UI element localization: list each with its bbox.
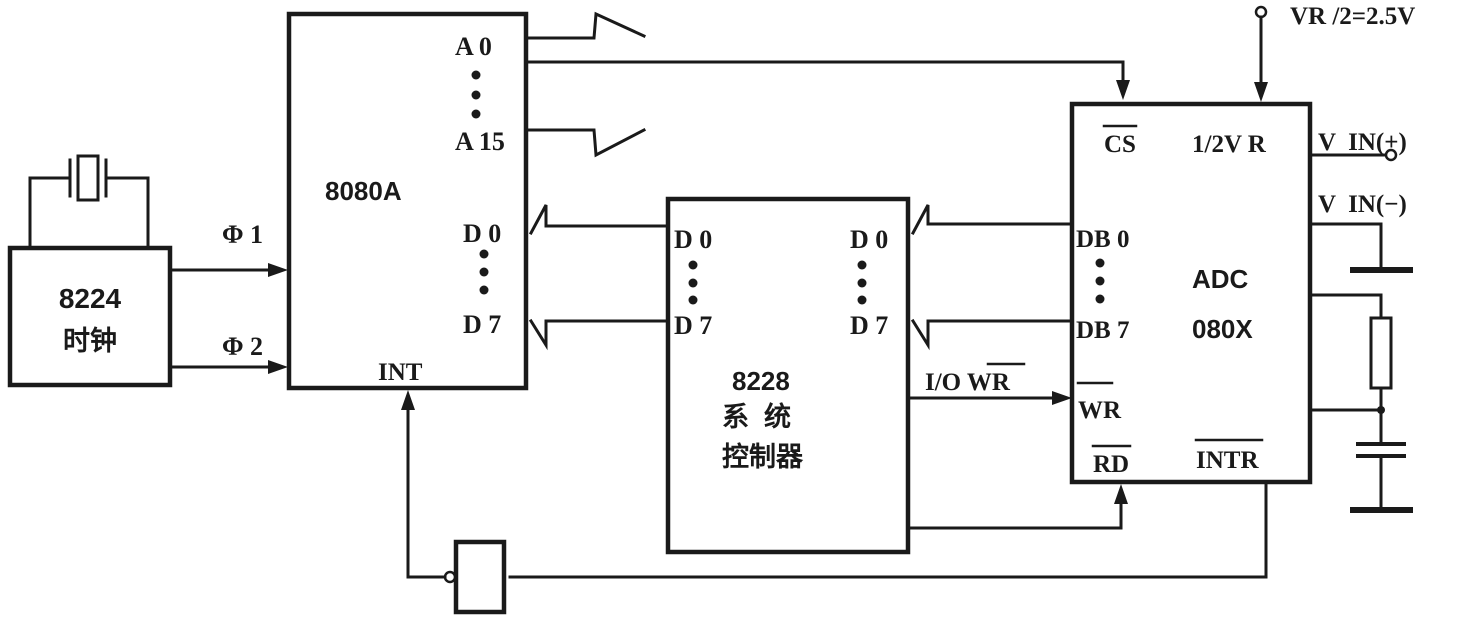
- clock-box: [7, 245, 173, 388]
- vin-plus-label: V IN(+): [1318, 129, 1407, 156]
- adc-vref-half: 1/2V R: [1192, 131, 1267, 158]
- cpu-addr-first: A 0: [455, 32, 492, 61]
- adc-cs: CS: [1104, 131, 1136, 158]
- rc-network: [1308, 293, 1413, 513]
- controller-right-last: D 7: [850, 311, 888, 340]
- controller-right-first: D 0: [850, 225, 888, 254]
- vin-minus-input: V IN(−): [1308, 191, 1413, 273]
- clock-label-1: 8224: [59, 283, 122, 314]
- controller-label-1: 8228: [732, 366, 790, 396]
- adc-wr: WR: [1078, 397, 1122, 424]
- address-bus: [524, 11, 1130, 158]
- cpu-data-first: D 0: [463, 219, 501, 248]
- cpu-block: 8080A A 0 A 15 D 0 D 7 INT: [286, 11, 529, 391]
- controller-block: D 0 D 7 D 0 D 7 8228 系 统 控制器: [665, 196, 911, 555]
- vin-minus-label: V IN(−): [1318, 191, 1407, 218]
- cpu-box: [286, 11, 529, 391]
- adc-block: CS 1/2V R DB 0 DB 7 ADC 080X WR RD INTR: [1069, 101, 1313, 485]
- crystal-icon: [28, 154, 150, 250]
- adc-db-first: DB 0: [1076, 226, 1129, 253]
- adc-db-last: DB 7: [1076, 317, 1129, 344]
- adc-name-2: 080X: [1192, 314, 1253, 344]
- controller-left-first: D 0: [674, 225, 712, 254]
- io-wr-prefix: I/O: [925, 369, 967, 396]
- adc-box: [1069, 101, 1313, 485]
- clock-label-2: 时钟: [63, 326, 117, 356]
- rd-line: [906, 484, 1128, 530]
- svg-text:I/O WR: I/O WR: [925, 369, 1011, 396]
- interrupt-path: [401, 390, 1268, 615]
- io-wr-signal: WR: [967, 369, 1011, 396]
- cpu-name: 8080A: [325, 176, 402, 206]
- controller-box: [665, 196, 911, 555]
- cpu-int: INT: [378, 359, 423, 386]
- adc-intr: INTR: [1196, 447, 1259, 474]
- cpu-data-last: D 7: [463, 310, 501, 339]
- phi-clock-lines: Φ 1 Φ 2: [168, 220, 288, 374]
- clock-block: 8224 时钟: [7, 245, 173, 388]
- controller-label-2: 系 统: [722, 401, 791, 432]
- vin-plus-input: V IN(+): [1308, 129, 1407, 162]
- phi2-label: Φ 2: [222, 332, 263, 361]
- phi1-label: Φ 1: [222, 220, 263, 249]
- resistor-icon: [1369, 316, 1393, 390]
- data-bus-adc: [910, 204, 1074, 351]
- vref-input: VR /2=2.5V: [1254, 3, 1415, 102]
- data-bus-cpu: [528, 204, 670, 351]
- adc-name-1: ADC: [1192, 264, 1249, 294]
- controller-label-3: 控制器: [722, 442, 804, 472]
- cpu-addr-last: A 15: [455, 127, 505, 156]
- inverter-icon: [453, 539, 507, 615]
- vr-label: VR /2=2.5V: [1290, 3, 1415, 30]
- controller-left-last: D 7: [674, 311, 712, 340]
- io-wr-line: I/O WR: [906, 362, 1072, 405]
- adc-rd: RD: [1093, 451, 1129, 478]
